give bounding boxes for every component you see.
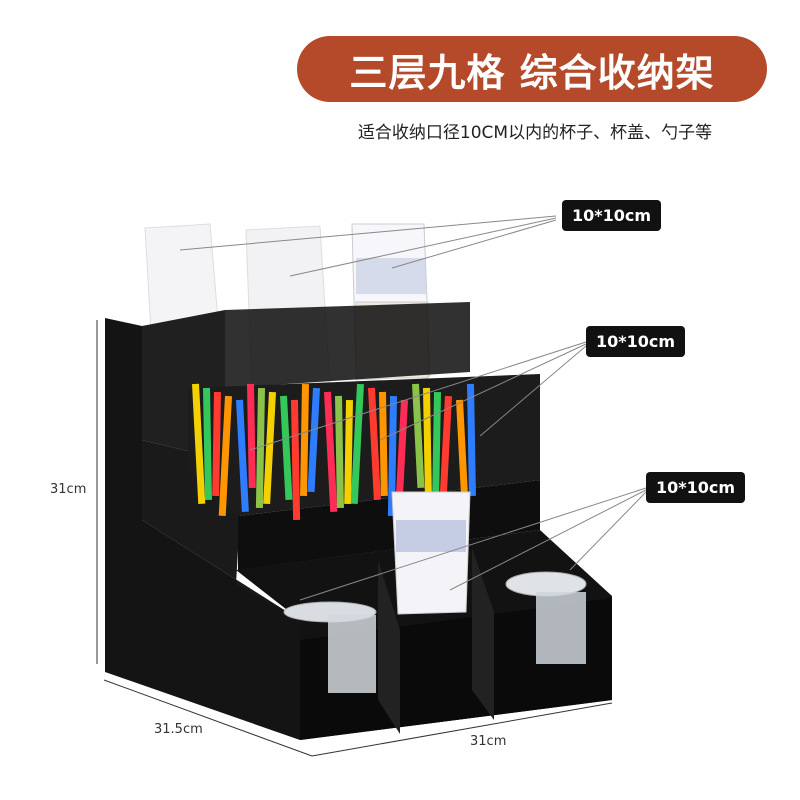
width-dimension-label: 31cm [470,734,507,749]
straw [203,387,212,501]
straw [300,383,309,497]
height-dimension-label: 31cm [50,482,87,497]
depth-dimension-label: 31.5cm [154,722,203,737]
straw [192,383,206,504]
straw [412,383,425,489]
straw [255,387,265,509]
straw [379,391,388,497]
organizer-body [105,302,612,740]
straw [368,387,381,501]
straw [423,387,433,509]
callout-lines [179,215,647,601]
straw [387,395,397,517]
straw [467,383,476,497]
callout-top-tier: 10*10cm [562,200,662,231]
straw [456,399,470,520]
callout-middle-tier: 10*10cm [586,326,686,357]
straw [291,399,301,521]
straw [324,391,338,512]
straw [263,391,276,505]
callout-bottom-tier: 10*10cm [646,472,746,503]
straw [236,399,249,513]
straw [350,383,364,505]
width-dimension-line [311,702,613,757]
straw [344,399,353,505]
straw [432,391,441,505]
straw [439,395,452,501]
depth-dimension-line [103,679,313,757]
straw [218,395,232,517]
straw [280,395,293,501]
straw [335,395,344,509]
straw [307,387,320,493]
straw [395,399,408,513]
straws [192,383,476,521]
straw [247,383,256,489]
bottom-items [283,491,587,693]
title-banner: 三层九格 综合收纳架 [297,36,767,102]
subtitle: 适合收纳口径10CM以内的杯子、杯盖、勺子等 [357,123,713,143]
straw [212,391,221,497]
